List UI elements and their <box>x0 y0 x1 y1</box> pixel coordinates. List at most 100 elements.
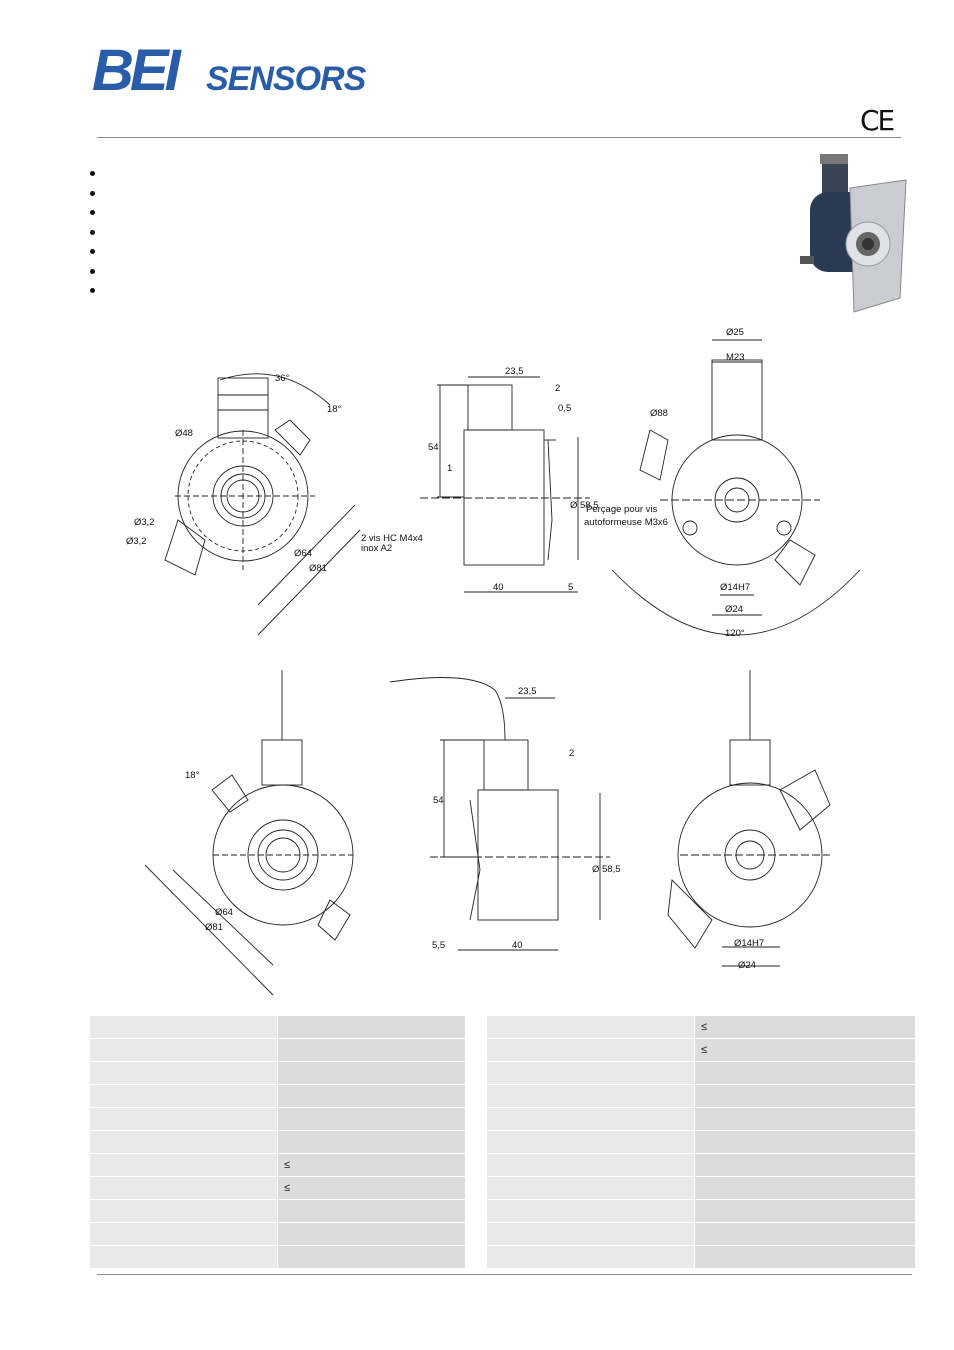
table-row <box>487 1084 915 1108</box>
dim-label: 120° <box>725 628 745 639</box>
spec-value <box>277 1222 465 1246</box>
spec-value <box>694 1222 915 1246</box>
dim-label: 18° <box>327 404 342 415</box>
dim-label: 54 <box>433 795 444 806</box>
drawing-front-view-2 <box>144 670 354 996</box>
table-row <box>90 1245 465 1269</box>
table-row <box>487 1176 915 1200</box>
spec-label <box>487 1084 695 1108</box>
spec-label <box>487 1038 695 1062</box>
dim-label: Ø3,2 <box>134 517 155 528</box>
footer-rule <box>97 1274 912 1275</box>
spec-label <box>90 1153 278 1177</box>
spec-label <box>487 1222 695 1246</box>
spec-label <box>90 1107 278 1131</box>
spec-label <box>487 1153 695 1177</box>
table-row <box>487 1222 915 1246</box>
dim-label: Ø64 <box>215 907 233 918</box>
bei-sensors-logo: BEI SENSORS <box>92 38 368 98</box>
svg-text:SENSORS: SENSORS <box>206 60 367 98</box>
ce-mark: CE <box>860 104 895 137</box>
dim-label: Ø14H7 <box>720 582 750 593</box>
dim-label: 36° <box>275 373 290 384</box>
table-row <box>90 1222 465 1246</box>
spec-table-right: ≤≤ <box>487 1016 915 1269</box>
table-row <box>487 1107 915 1131</box>
spec-value <box>277 1245 465 1269</box>
spec-value <box>694 1176 915 1200</box>
table-row <box>90 1016 465 1039</box>
spec-label <box>90 1084 278 1108</box>
table-row <box>487 1153 915 1177</box>
dim-label: Ø24 <box>738 960 756 971</box>
spec-value <box>694 1107 915 1131</box>
dim-label: Ø81 <box>205 922 223 933</box>
spec-value <box>277 1016 465 1039</box>
spec-value <box>277 1199 465 1223</box>
spec-value: ≤ <box>277 1176 465 1200</box>
table-row: ≤ <box>90 1153 465 1177</box>
spec-label <box>90 1130 278 1154</box>
dim-label: M23 <box>726 352 744 363</box>
dim-label: Ø64 <box>294 548 312 559</box>
dim-label: Ø 58,5 <box>592 864 621 875</box>
dim-label: 54 <box>428 442 439 453</box>
spec-label <box>90 1016 278 1039</box>
dim-label: 1 <box>447 463 452 474</box>
table-row <box>90 1130 465 1154</box>
drawing-side-view-2 <box>389 677 610 951</box>
dim-label: inox A2 <box>361 543 392 554</box>
spec-label <box>90 1222 278 1246</box>
header-rule <box>97 137 901 138</box>
spec-table-left: ≤≤ <box>90 1016 465 1269</box>
dim-label: 40 <box>512 940 523 951</box>
spec-label <box>90 1199 278 1223</box>
spec-value: ≤ <box>277 1153 465 1177</box>
drawing-rear-view-1 <box>611 339 861 636</box>
dim-label: 2 <box>555 383 560 394</box>
spec-label <box>487 1130 695 1154</box>
spec-value <box>277 1038 465 1062</box>
dim-label: Ø81 <box>309 563 327 574</box>
table-row <box>487 1061 915 1085</box>
table-row <box>487 1199 915 1223</box>
spec-value <box>277 1130 465 1154</box>
dim-label: Perçage pour vis <box>586 504 658 515</box>
spec-label <box>487 1016 695 1039</box>
spec-label <box>90 1245 278 1269</box>
dim-label: 2 <box>569 748 574 759</box>
spec-label <box>487 1199 695 1223</box>
table-row <box>90 1084 465 1108</box>
spec-label <box>487 1176 695 1200</box>
dim-label: 2 vis HC M4x4 <box>361 533 423 544</box>
dim-label: Ø48 <box>175 428 193 439</box>
table-row <box>487 1130 915 1154</box>
spec-value: ≤ <box>694 1038 915 1062</box>
table-row <box>90 1038 465 1062</box>
spec-label <box>90 1176 278 1200</box>
spec-label <box>90 1038 278 1062</box>
spec-label <box>90 1061 278 1085</box>
drawing-rear-view-2 <box>667 670 831 967</box>
spec-value: ≤ <box>694 1016 915 1039</box>
spec-value <box>694 1061 915 1085</box>
dim-label: 5 <box>568 582 573 593</box>
table-row: ≤ <box>487 1038 915 1062</box>
technical-drawings: 36° 18° Ø48 Ø3,2 Ø3,2 Ø64 Ø81 2 vis HC M… <box>126 327 861 996</box>
spec-value <box>277 1107 465 1131</box>
dim-label: Ø25 <box>726 327 744 338</box>
dim-label: Ø88 <box>650 408 668 419</box>
dim-label: 5,5 <box>432 940 445 951</box>
dim-label: Ø 58,5 <box>570 500 599 511</box>
dim-label: autoformeuse M3x6 <box>584 517 668 528</box>
spec-label <box>487 1061 695 1085</box>
spec-value <box>694 1153 915 1177</box>
table-row <box>90 1107 465 1131</box>
dim-label: 23,5 <box>518 686 537 697</box>
dim-label: 23,5 <box>505 366 524 377</box>
spec-label <box>487 1245 695 1269</box>
dim-label: 0,5 <box>558 403 571 414</box>
table-row: ≤ <box>487 1016 915 1039</box>
drawing-front-view-1 <box>164 373 361 636</box>
spec-value <box>277 1084 465 1108</box>
